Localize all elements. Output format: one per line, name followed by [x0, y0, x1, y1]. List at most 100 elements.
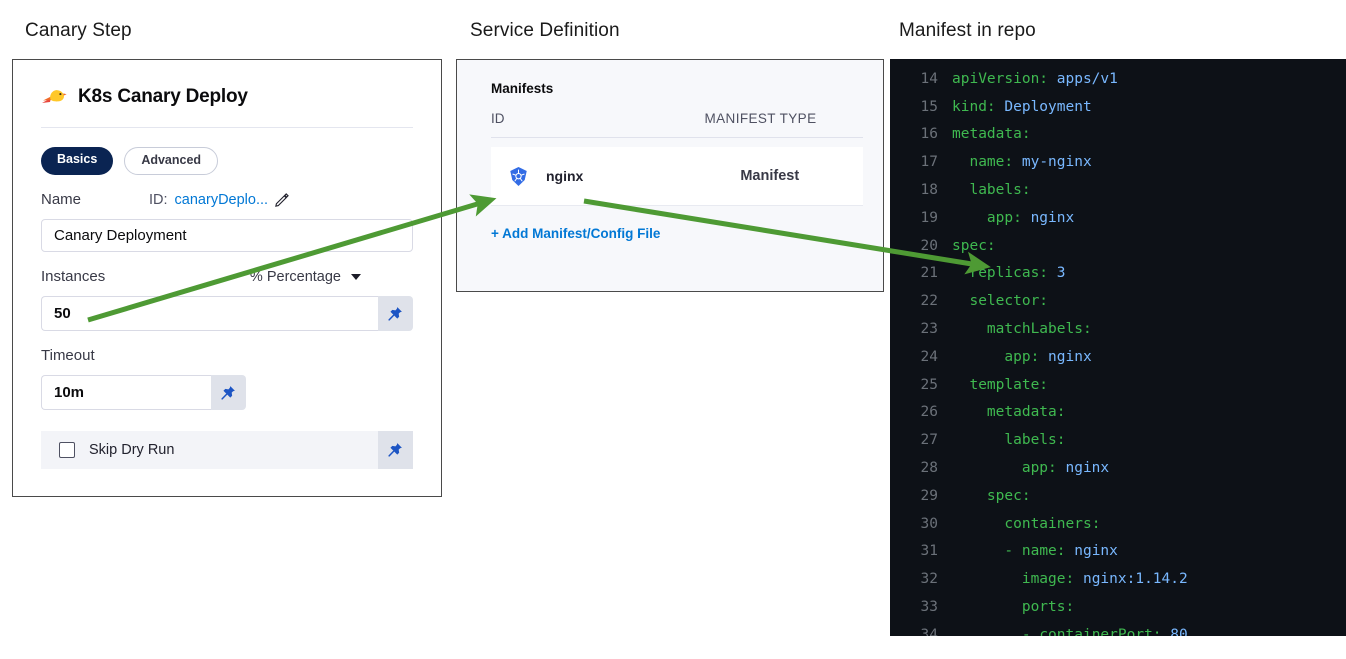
skip-dry-run-row[interactable]: Skip Dry Run: [41, 430, 413, 469]
line-number: 20: [920, 237, 938, 254]
kubernetes-icon: [508, 166, 529, 187]
code-text: - containerPort: 80: [1021, 626, 1188, 636]
table-row[interactable]: nginx Manifest: [491, 147, 863, 206]
pin-icon: [388, 306, 402, 321]
instances-label: Instances: [41, 268, 106, 285]
instances-pin-button[interactable]: [378, 295, 413, 331]
line-number: 25: [920, 376, 938, 393]
instances-field-block: Instances % Percentage 50: [13, 267, 441, 331]
code-text: app: nginx: [1021, 460, 1110, 477]
code-line: 27 labels:: [890, 426, 1346, 454]
code-line: 21 replicas: 3: [890, 260, 1346, 288]
chevron-down-icon: [351, 273, 361, 280]
code-text: ports:: [1021, 599, 1075, 616]
code-line: 34 - containerPort: 80: [890, 621, 1346, 636]
timeout-label: Timeout: [41, 347, 95, 364]
column-header-manifest-type: MANIFEST TYPE: [704, 111, 817, 126]
service-definition-card: Manifests ID MANIFEST TYPE nginx Manifes…: [456, 59, 884, 292]
code-line: 30 containers:: [890, 510, 1346, 538]
timeout-pin-button[interactable]: [211, 374, 246, 410]
code-text: labels:: [969, 182, 1031, 199]
code-line: 22 selector:: [890, 287, 1346, 315]
code-line: 17 name: my-nginx: [890, 148, 1346, 176]
step-title: K8s Canary Deploy: [78, 86, 248, 107]
code-text: matchLabels:: [986, 321, 1092, 338]
column-header-id: ID: [491, 111, 505, 126]
timeout-input-group: 10m: [41, 374, 246, 410]
code-text: app: nginx: [986, 209, 1075, 226]
instances-unit-value: % Percentage: [249, 268, 341, 285]
timeout-input[interactable]: 10m: [41, 374, 211, 410]
manifest-id: nginx: [546, 168, 584, 184]
code-line: 26 metadata:: [890, 399, 1346, 427]
code-line: 18 labels:: [890, 176, 1346, 204]
code-line: 24 app: nginx: [890, 343, 1346, 371]
code-line: 20 spec:: [890, 232, 1346, 260]
instances-unit-select[interactable]: % Percentage: [250, 269, 361, 285]
skip-dry-run-pin-button[interactable]: [378, 430, 413, 469]
code-text: labels:: [1004, 432, 1066, 449]
line-number: 29: [920, 487, 938, 504]
line-number: 18: [920, 182, 938, 199]
code-text: image: nginx:1.14.2: [1021, 571, 1188, 588]
code-line: 23 matchLabels:: [890, 315, 1346, 343]
skip-dry-run-checkbox[interactable]: [59, 441, 75, 458]
skip-dry-run-label: Skip Dry Run: [89, 441, 175, 458]
line-number: 30: [920, 515, 938, 532]
manifests-section-title: Manifests: [491, 81, 554, 96]
tab-advanced[interactable]: Advanced: [124, 147, 219, 175]
instances-input-group: 50: [41, 295, 413, 331]
code-text: apiVersion: apps/v1: [952, 70, 1118, 87]
name-input[interactable]: Canary Deployment: [41, 218, 413, 252]
line-number: 26: [920, 404, 938, 421]
tab-pill-group: Basics Advanced: [13, 128, 441, 175]
timeout-field-block: Timeout 10m: [13, 346, 441, 410]
line-number: 24: [920, 348, 938, 365]
code-text: template:: [969, 376, 1049, 393]
name-label: Name: [41, 191, 82, 208]
line-number: 31: [920, 543, 938, 560]
line-number: 17: [920, 154, 938, 171]
line-number: 27: [920, 432, 938, 449]
panel-heading-manifest-in-repo: Manifest in repo: [899, 20, 1036, 41]
code-text: spec:: [952, 237, 996, 254]
id-value[interactable]: canaryDeplo...: [174, 191, 269, 208]
line-number: 33: [920, 599, 938, 616]
code-line: 29 spec:: [890, 482, 1346, 510]
panel-heading-service-definition: Service Definition: [470, 20, 620, 41]
line-number: 28: [920, 460, 938, 477]
code-line: 19 app: nginx: [890, 204, 1346, 232]
title-divider: [41, 127, 413, 128]
table-header-rule: [491, 137, 863, 138]
line-number: 22: [920, 293, 938, 310]
code-line: 14 apiVersion: apps/v1: [890, 65, 1346, 93]
code-line: 31 - name: nginx: [890, 538, 1346, 566]
step-title-row: K8s Canary Deploy: [13, 60, 441, 108]
pin-icon: [221, 385, 235, 400]
line-number: 14: [920, 70, 938, 87]
identifier-group: ID: canaryDeplo...: [149, 192, 289, 208]
code-line: 33 ports:: [890, 593, 1346, 621]
code-text: name: my-nginx: [969, 154, 1092, 171]
pencil-icon[interactable]: [275, 192, 289, 207]
canary-step-card: K8s Canary Deploy Basics Advanced Name I…: [12, 59, 442, 497]
tab-basics[interactable]: Basics: [41, 147, 114, 175]
name-field-block: Name ID: canaryDeplo... Canary Deploymen…: [13, 190, 441, 252]
instances-input[interactable]: 50: [41, 295, 378, 331]
manifest-type: Manifest: [740, 168, 800, 184]
code-text: replicas: 3: [969, 265, 1066, 282]
manifests-table-header: ID MANIFEST TYPE: [457, 96, 883, 126]
code-text: spec:: [986, 487, 1031, 504]
line-number: 19: [920, 209, 938, 226]
code-text: selector:: [969, 293, 1049, 310]
line-number: 16: [920, 126, 938, 143]
line-number: 15: [920, 98, 938, 115]
code-text: metadata:: [986, 404, 1066, 421]
code-text: app: nginx: [1004, 348, 1092, 365]
add-manifest-config-file-link[interactable]: + Add Manifest/Config File: [491, 226, 661, 241]
id-prefix-label: ID:: [149, 191, 168, 208]
line-number: 21: [920, 265, 938, 282]
